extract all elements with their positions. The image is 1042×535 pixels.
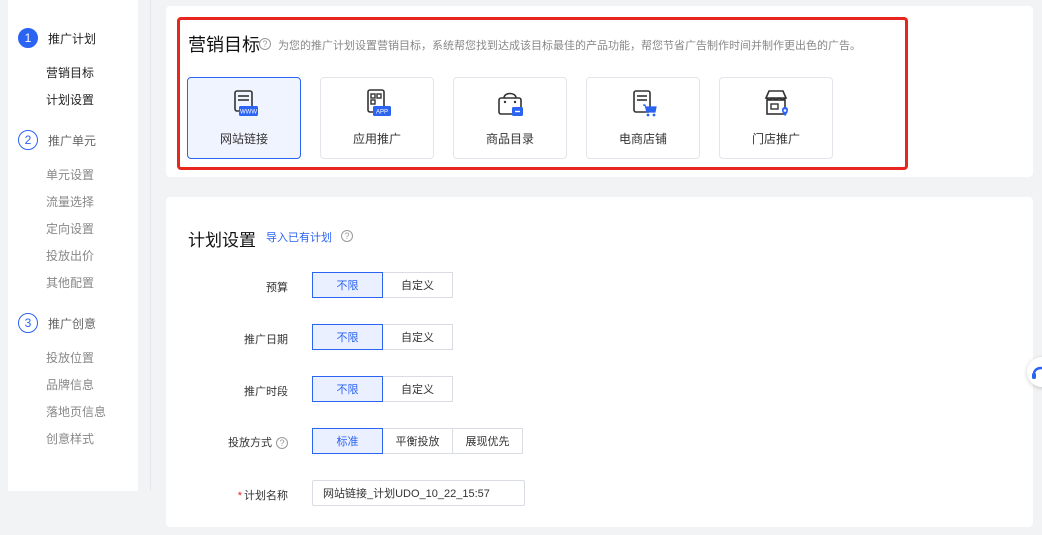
date-option-custom[interactable]: 自定义 xyxy=(382,324,453,350)
sidebar-item-landing-page-info[interactable]: 落地页信息 xyxy=(46,405,107,419)
budget-option-custom[interactable]: 自定义 xyxy=(382,272,453,298)
delivery-method-selector: 标准 平衡投放 展现优先 xyxy=(312,428,523,454)
app-badge-text: APP xyxy=(376,110,388,116)
step-3-number: 3 xyxy=(18,313,38,333)
ecommerce-store-icon xyxy=(633,90,657,117)
product-catalog-icon xyxy=(498,92,523,116)
sidebar-divider xyxy=(150,0,151,491)
sidebar-item-unit-settings[interactable]: 单元设置 xyxy=(46,168,95,182)
sidebar-item-traffic-selection[interactable]: 流量选择 xyxy=(46,195,95,209)
delivery-method-label: 投放方式 xyxy=(228,437,272,449)
plan-settings-panel xyxy=(166,197,1033,527)
step-3-promotion-creative[interactable]: 3 推广创意 xyxy=(18,313,96,333)
floating-help-button[interactable] xyxy=(1027,357,1042,387)
delivery-option-standard[interactable]: 标准 xyxy=(312,428,383,454)
goal-card-label: 电商店铺 xyxy=(618,132,667,146)
sidebar-item-bidding[interactable]: 投放出价 xyxy=(46,249,95,263)
headset-icon xyxy=(1032,366,1042,379)
step-1-number: 1 xyxy=(18,28,38,48)
sidebar-item-targeting-settings[interactable]: 定向设置 xyxy=(46,222,95,236)
goal-card-label: 网站链接 xyxy=(219,132,268,146)
marketing-goal-description: 为您的推广计划设置营销目标，系统帮您找到达成该目标最佳的产品功能，帮您节省广告制… xyxy=(278,40,861,52)
help-icon[interactable]: ? xyxy=(259,38,271,50)
step-3-label: 推广创意 xyxy=(48,316,97,331)
time-option-custom[interactable]: 自定义 xyxy=(382,376,453,402)
delivery-option-balanced[interactable]: 平衡投放 xyxy=(382,428,453,454)
promotion-time-label: 推广时段 xyxy=(244,386,288,398)
required-marker: * xyxy=(237,490,242,502)
sidebar-item-marketing-goal[interactable]: 营销目标 xyxy=(46,66,95,80)
plan-name-label-row: *计划名称 xyxy=(178,487,288,503)
step-2-promotion-unit[interactable]: 2 推广单元 xyxy=(18,130,96,150)
goal-card-label: 商品目录 xyxy=(485,132,534,146)
help-icon[interactable]: ? xyxy=(276,437,288,450)
sidebar-item-creative-style[interactable]: 创意样式 xyxy=(46,432,95,446)
promotion-time-selector: 不限 自定义 xyxy=(312,376,453,402)
time-option-unlimited[interactable]: 不限 xyxy=(312,376,383,402)
step-1-promotion-plan[interactable]: 1 推广计划 xyxy=(18,28,96,48)
delivery-method-label-row: 投放方式? xyxy=(178,434,288,450)
plan-name-label: 计划名称 xyxy=(244,490,288,502)
website-link-icon: WWW xyxy=(234,90,258,116)
step-sidebar xyxy=(8,0,138,491)
website-badge-text: WWW xyxy=(240,110,257,116)
goal-card-product-catalog[interactable]: 商品目录 xyxy=(453,77,567,159)
goal-card-list: WWW 网站链接 APP 应用推广 商品目录 xyxy=(187,77,833,159)
goal-card-store-promotion[interactable]: 门店推广 xyxy=(719,77,833,159)
plan-settings-title: 计划设置 xyxy=(188,231,256,250)
budget-option-unlimited[interactable]: 不限 xyxy=(312,272,383,298)
goal-card-label: 应用推广 xyxy=(352,132,401,146)
date-option-unlimited[interactable]: 不限 xyxy=(312,324,383,350)
delivery-option-impression-first[interactable]: 展现优先 xyxy=(452,428,523,454)
plan-name-input[interactable] xyxy=(312,480,525,506)
promotion-date-selector: 不限 自定义 xyxy=(312,324,453,350)
help-icon[interactable]: ? xyxy=(341,230,353,242)
goal-card-website-link[interactable]: WWW 网站链接 xyxy=(187,77,301,159)
step-1-label: 推广计划 xyxy=(48,31,97,46)
sidebar-item-brand-info[interactable]: 品牌信息 xyxy=(46,378,95,392)
goal-card-app-promotion[interactable]: APP 应用推广 xyxy=(320,77,434,159)
goal-card-ecommerce-store[interactable]: 电商店铺 xyxy=(586,77,700,159)
sidebar-item-plan-settings[interactable]: 计划设置 xyxy=(46,93,95,107)
budget-selector: 不限 自定义 xyxy=(312,272,453,298)
import-existing-plan-link[interactable]: 导入已有计划 xyxy=(266,232,332,244)
goal-card-label: 门店推广 xyxy=(751,132,800,146)
sidebar-item-other-config[interactable]: 其他配置 xyxy=(46,276,95,290)
budget-label: 预算 xyxy=(266,282,288,294)
promotion-date-label: 推广日期 xyxy=(244,334,288,346)
sidebar-item-placement[interactable]: 投放位置 xyxy=(46,351,95,365)
highlight-frame xyxy=(177,17,908,170)
step-2-number: 2 xyxy=(18,130,38,150)
store-promotion-icon xyxy=(764,90,788,116)
app-promotion-icon: APP xyxy=(367,89,391,116)
marketing-goal-title: 营销目标 xyxy=(188,35,260,55)
step-2-label: 推广单元 xyxy=(48,133,97,148)
